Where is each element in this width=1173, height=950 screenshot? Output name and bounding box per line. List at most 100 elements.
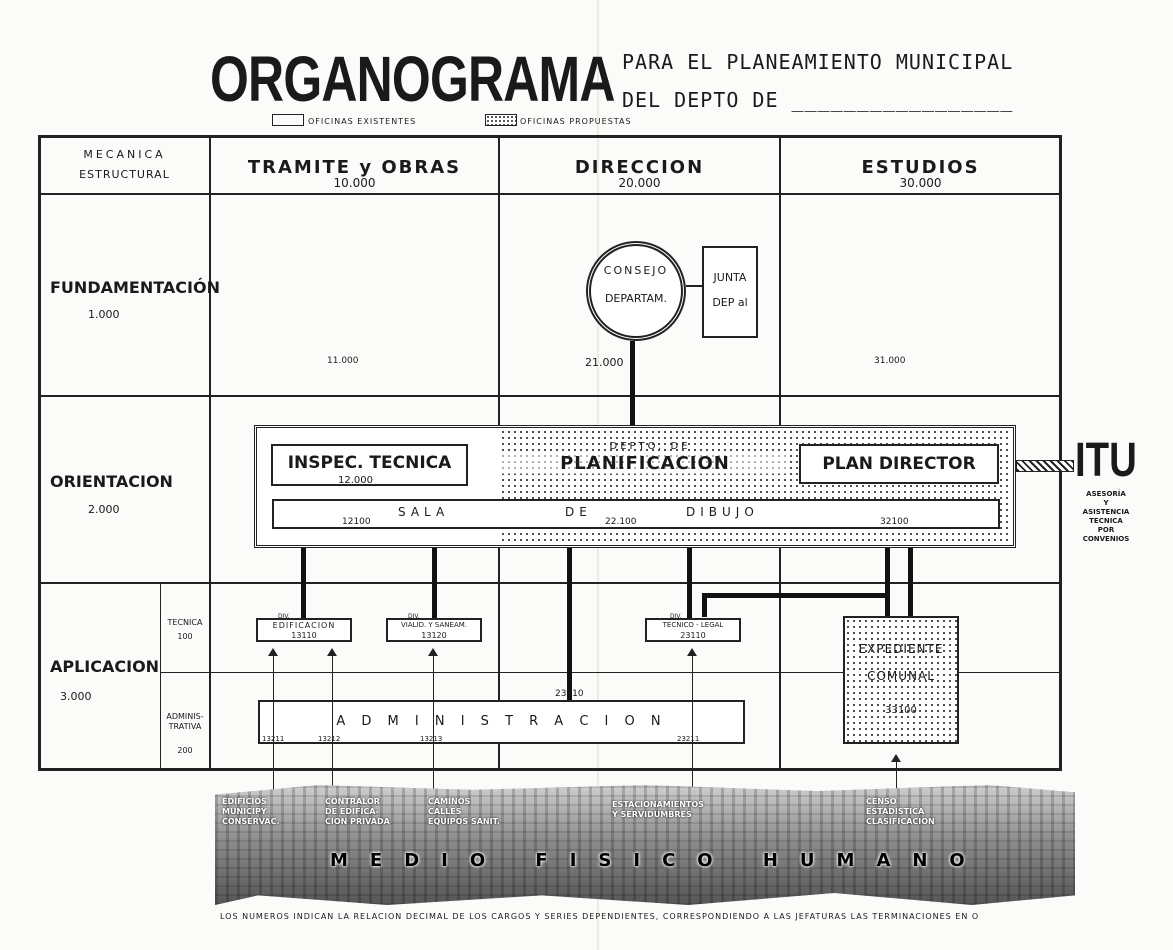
photo-label-edificios: EDIFICIOS MUNICIPY CONSERVAC. xyxy=(222,797,280,827)
expediente-comunal-box xyxy=(843,616,959,744)
junta-box xyxy=(702,246,758,338)
page-title: ORGANOGRAMA xyxy=(210,43,615,115)
cell-code-31000: 31.000 xyxy=(874,356,906,366)
administracion-code-3: 13213 xyxy=(420,735,443,743)
expediente-line1: EXPEDIENTE xyxy=(858,642,944,656)
div-edificacion-label: EDIFICACION xyxy=(272,621,336,630)
column-header-tramite: TRAMITE y OBRAS xyxy=(247,157,462,178)
div-tecnico-code: 23110 xyxy=(680,631,706,640)
plan-director-label: PLAN DIRECTOR xyxy=(822,454,976,474)
sub-code-administrativa: 200 xyxy=(177,746,193,755)
sub-label-tecnica: TECNICA xyxy=(167,618,203,627)
grid-line-header xyxy=(40,193,1060,195)
photo-label-estacionamientos-2: Y SERVIDUMBRES xyxy=(612,810,692,819)
row-code-fundamentacion: 1.000 xyxy=(88,308,120,321)
itu-line-5: POR xyxy=(1097,526,1115,534)
photo-label-contralor-1: CONTRALOR xyxy=(325,797,380,806)
sala-de-dibujo-box xyxy=(272,499,1000,529)
connector-tecnico-drop xyxy=(702,593,707,617)
consejo-circle xyxy=(586,241,686,341)
div-vialid-top: DIV. xyxy=(408,613,420,620)
consejo-line1: CONSEJO xyxy=(603,264,669,277)
arrow-head-edificios xyxy=(268,648,278,656)
sala-word-2: DE xyxy=(565,505,592,519)
sala-code-1: 12100 xyxy=(342,517,371,527)
arrow-head-estacionamientos xyxy=(687,648,697,656)
administracion-label: A D M I N I S T R A C I O N xyxy=(336,714,667,729)
photo-label-censo-3: CLASIFICACION xyxy=(866,817,935,826)
inspec-tecnica-box xyxy=(271,444,468,486)
itu-label: ITU xyxy=(1075,434,1137,487)
administracion-box xyxy=(258,700,745,744)
corner-header-line2: ESTRUCTURAL xyxy=(79,168,170,181)
arrow-line-contralor xyxy=(332,656,333,796)
junta-line2: DEP al xyxy=(712,296,748,309)
itu-description: ASESORÍA Y ASISTENCIA TECNICA POR CONVEN… xyxy=(1075,490,1137,544)
sub-label-administrativa: ADMINIS- TRATIVA xyxy=(166,712,204,731)
div-vialid-code: 13120 xyxy=(421,631,447,640)
div-vialid-label: VIALID. Y SANEAM. xyxy=(400,621,468,629)
div-tecnico-top: DIV. xyxy=(670,613,682,620)
row-label-orientacion: ORIENTACION xyxy=(50,472,173,491)
photo-label-censo-2: ESTADISTICA xyxy=(866,807,925,816)
administracion-code-2: 13212 xyxy=(318,735,341,743)
itu-connector xyxy=(1016,460,1074,472)
inspec-tecnica-code: 12.000 xyxy=(338,475,373,486)
depto-planificacion-label: PLANIFICACION xyxy=(500,453,790,474)
div-edificacion-box xyxy=(256,618,352,642)
sala-code-3: 32100 xyxy=(880,517,909,527)
photo-label-edificios-1: EDIFICIOS xyxy=(222,797,267,806)
itu-line-1: ASESORÍA xyxy=(1086,490,1126,498)
city-aerial-photo xyxy=(215,785,1075,905)
div-edificacion-top: DIV. xyxy=(278,613,290,620)
expediente-code: 33100 xyxy=(885,705,917,716)
footer-note: LOS NUMEROS INDICAN LA RELACION DECIMAL … xyxy=(220,912,980,921)
row-code-aplicacion: 3.000 xyxy=(60,690,92,703)
sala-code-2: 22.100 xyxy=(605,517,637,527)
connector-to-vialid xyxy=(432,548,437,618)
legend-proposed-swatch xyxy=(485,114,517,126)
column-header-direccion: DIRECCION xyxy=(574,157,705,178)
administracion-code-4: 23211 xyxy=(677,735,700,743)
arrow-head-caminos xyxy=(428,648,438,656)
photo-label-caminos-3: EQUIPOS SANIT. xyxy=(428,817,500,826)
photo-label-contralor: CONTRALOR DE EDIFICA- CION PRIVADA xyxy=(325,797,390,827)
grid-line-col0 xyxy=(209,137,211,769)
administracion-code-top: 23210 xyxy=(555,689,584,699)
photo-label-caminos-1: CAMINOS xyxy=(428,797,471,806)
sub-code-tecnica: 100 xyxy=(177,632,193,641)
itu-line-2: Y xyxy=(1103,499,1109,507)
photo-label-edificios-2: MUNICIPY xyxy=(222,807,267,816)
row-label-fundamentacion: FUNDAMENTACIÓN xyxy=(50,278,220,297)
consejo-line2: DEPARTAM. xyxy=(604,292,668,305)
row-label-aplicacion: APLICACION xyxy=(50,657,160,676)
arrow-head-censo xyxy=(891,754,901,762)
legend-existing-swatch xyxy=(272,114,304,126)
column-header-estudios: ESTUDIOS xyxy=(861,157,980,178)
photo-label-estacionamientos: ESTACIONAMIENTOS Y SERVIDUMBRES xyxy=(612,800,704,820)
photo-label-estacionamientos-1: ESTACIONAMIENTOS xyxy=(612,800,704,809)
arrow-line-edificios xyxy=(273,656,274,796)
grid-line-row1 xyxy=(40,395,1060,397)
arrow-line-censo xyxy=(896,762,897,796)
arrow-line-estacionamientos xyxy=(692,656,693,796)
photo-label-censo-1: CENSO xyxy=(866,797,897,806)
organigram-grid xyxy=(38,135,1062,771)
itu-line-6: CONVENIOS xyxy=(1082,535,1130,543)
subtitle-line-1: PARA EL PLANEAMIENTO MUNICIPAL xyxy=(622,50,1014,74)
arrow-head-contralor xyxy=(327,648,337,656)
photo-label-contralor-2: DE EDIFICA- xyxy=(325,807,379,816)
div-tecnico-label: TECNICO - LEGAL xyxy=(662,621,724,629)
grid-line-row2 xyxy=(40,582,1060,584)
legend-existing-label: OFICINAS EXISTENTES xyxy=(308,117,417,126)
column-code-estudios: 30.000 xyxy=(899,176,942,190)
itu-line-3: ASISTENCIA xyxy=(1082,508,1130,516)
column-code-direccion: 20.000 xyxy=(618,176,661,190)
div-edificacion-code: 13110 xyxy=(291,631,317,640)
depto-small-label: DEPTO. DE xyxy=(609,441,691,452)
div-tecnico-box xyxy=(645,618,741,642)
junta-line1: JUNTA xyxy=(713,271,747,284)
connector-to-tecnico-legal xyxy=(687,548,692,618)
plan-director-box xyxy=(799,444,999,484)
row-code-orientacion: 2.000 xyxy=(88,503,120,516)
